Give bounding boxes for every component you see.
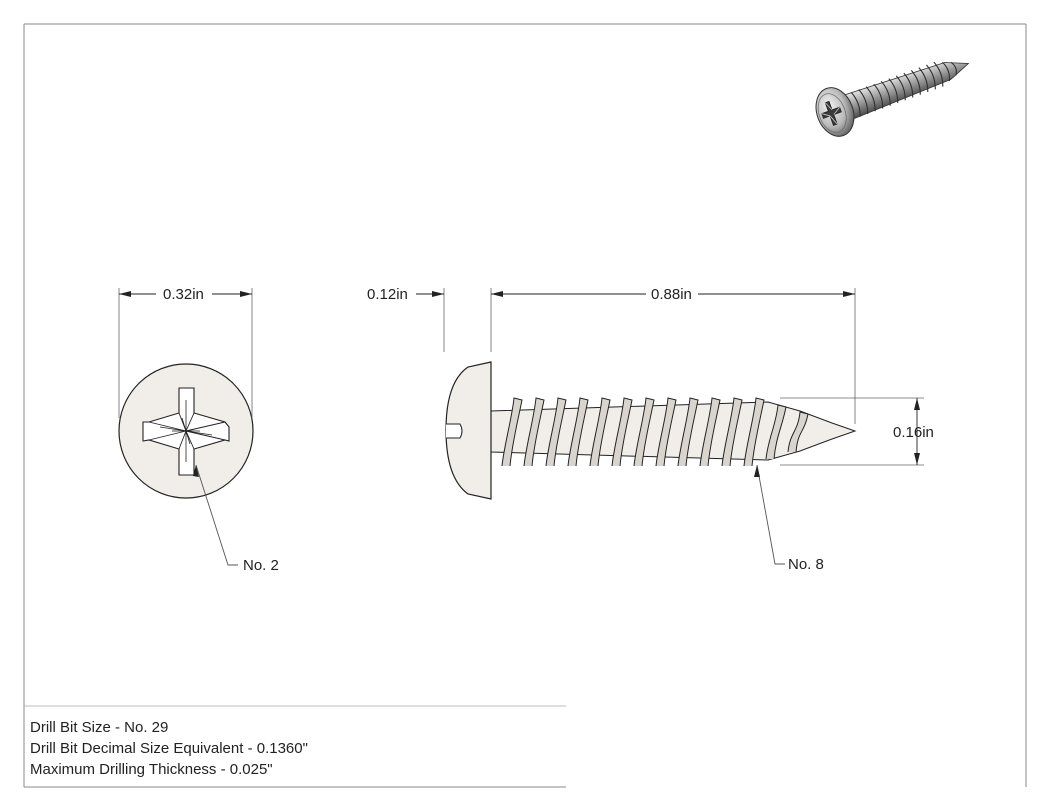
iso-thread-line — [873, 83, 884, 109]
thread-crest — [567, 397, 589, 467]
iso-thread-line — [880, 80, 891, 106]
thread-diameter-dimension: 0.16in — [893, 424, 934, 441]
side-view: 0.12in 0.88in 0.16in No. 8 — [367, 286, 934, 573]
thread-crest — [721, 397, 743, 467]
note-decimal-equivalent: Drill Bit Decimal Size Equivalent - 0.13… — [30, 740, 308, 757]
note-max-thickness: Maximum Drilling Thickness - 0.025" — [30, 761, 273, 778]
head-end-view: No. 2 0.32in — [118, 286, 279, 574]
thread-crest — [765, 404, 787, 460]
thread-crest — [589, 397, 611, 467]
screw-size-label: No. 8 — [788, 556, 824, 573]
iso-thread-line — [858, 89, 869, 114]
thread-crest — [545, 397, 567, 467]
thread-crest — [655, 397, 677, 467]
note-drill-bit-size: Drill Bit Size - No. 29 — [30, 719, 169, 736]
iso-thread-line — [903, 72, 914, 98]
iso-thread-line — [888, 78, 899, 104]
drive-size-leader — [195, 464, 238, 566]
drive-size-label: No. 2 — [243, 557, 279, 574]
iso-thread-line — [918, 67, 929, 93]
isometric-screw-view — [815, 61, 970, 137]
iso-thread-line — [865, 86, 876, 112]
head-height-dimension: 0.12in — [367, 286, 408, 303]
iso-thread-line — [950, 61, 957, 76]
drawing-border — [23, 23, 1027, 788]
head-diameter-dimension: 0.32in — [163, 286, 204, 303]
thread-crest — [523, 397, 545, 467]
iso-thread-line — [895, 75, 906, 101]
screw-size-leader — [756, 464, 785, 565]
drilling-notes: Drill Bit Size - No. 29 Drill Bit Decima… — [30, 717, 308, 780]
iso-thread-line — [910, 70, 921, 95]
shank-length-dimension: 0.88in — [651, 286, 692, 303]
thread-profile — [501, 397, 809, 467]
thread-crest — [699, 397, 721, 467]
iso-thread-line — [942, 61, 951, 82]
thread-crest — [787, 411, 809, 453]
thread-crest — [611, 397, 633, 467]
thread-crest — [501, 397, 523, 467]
thread-crest — [677, 397, 699, 467]
iso-thread-line — [925, 64, 936, 90]
iso-thread-line — [933, 61, 944, 87]
iso-thread-line — [850, 91, 861, 117]
thread-crest — [633, 397, 655, 467]
thread-crest — [743, 397, 765, 467]
